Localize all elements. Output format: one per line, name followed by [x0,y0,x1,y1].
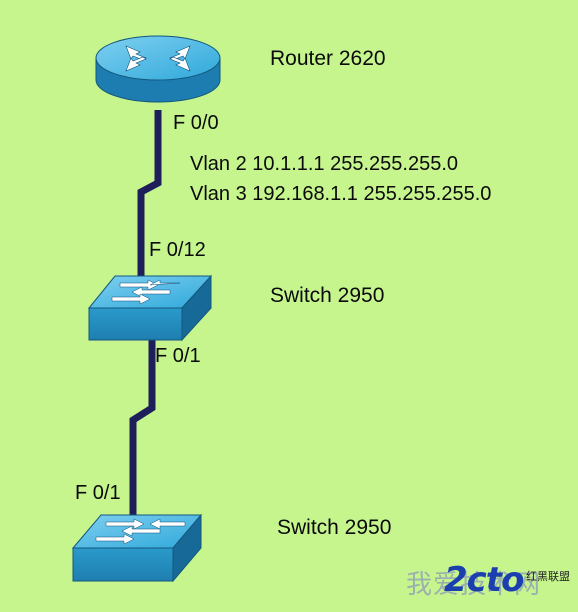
switch1-downlink-port-label: F 0/1 [155,345,201,367]
watermark-chinese-text: 我爱技术网 [406,570,542,600]
watermark: 我爱技术网 2cto 红黑联盟 [400,558,578,607]
vlan3-config-label: Vlan 3 192.168.1.1 255.255.255.0 [190,183,492,205]
watermark-logo-text: 2cto [444,560,524,600]
watermark-small-text: 红黑联盟 [526,571,570,583]
router-port-label: F 0/0 [173,112,219,134]
link-switch1-switch2 [129,330,156,515]
switch1-icon [87,274,213,342]
router-icon [95,35,221,103]
switch1-label: Switch 2950 [270,284,385,307]
router-label: Router 2620 [270,47,386,70]
switch1-uplink-port-label: F 0/12 [149,239,206,261]
link-router-switch1 [137,110,162,278]
switch2-icon [71,513,203,583]
vlan2-config-label: Vlan 2 10.1.1.1 255.255.255.0 [190,153,459,175]
switch2-port-label: F 0/1 [75,482,121,504]
switch2-label: Switch 2950 [277,516,392,539]
